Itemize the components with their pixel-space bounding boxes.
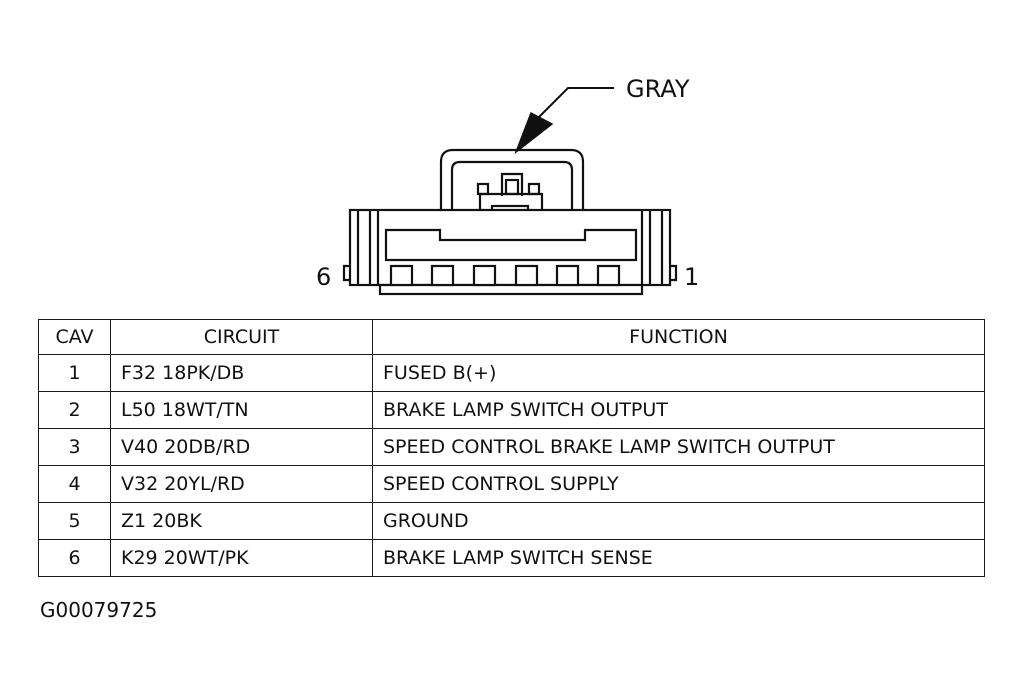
cav-cell: 4 (38, 465, 111, 503)
cavity-3 (514, 264, 539, 287)
table-row: 5 Z1 20BK GROUND (38, 502, 985, 540)
function-cell: FUSED B(+) (372, 354, 985, 392)
header-function: FUNCTION (372, 319, 985, 355)
circuit-cell: K29 20WT/PK (110, 539, 373, 577)
function-cell: SPEED CONTROL BRAKE LAMP SWITCH OUTPUT (372, 428, 985, 466)
cav-cell: 5 (38, 502, 111, 540)
circuit-cell: F32 18PK/DB (110, 354, 373, 392)
table-header-row: CAV CIRCUIT FUNCTION (38, 319, 985, 355)
circuit-cell: V32 20YL/RD (110, 465, 373, 503)
table-row: 2 L50 18WT/TN BRAKE LAMP SWITCH OUTPUT (38, 391, 985, 429)
gray-callout-leader (514, 87, 614, 155)
connector-diagram: GRAY 6 1 (316, 75, 699, 296)
cav-cell: 6 (38, 539, 111, 577)
cav-cell: 2 (38, 391, 111, 429)
cavity-6 (389, 264, 414, 287)
cav-cell: 1 (38, 354, 111, 392)
connector-latch (439, 148, 585, 217)
function-cell: SPEED CONTROL SUPPLY (372, 465, 985, 503)
cav-cell: 3 (38, 428, 111, 466)
connector-color-label: GRAY (626, 75, 690, 103)
table-row: 6 K29 20WT/PK BRAKE LAMP SWITCH SENSE (38, 539, 985, 577)
cavity-2 (555, 264, 580, 287)
table-row: 1 F32 18PK/DB FUSED B(+) (38, 354, 985, 392)
right-cavity-label: 1 (684, 263, 699, 291)
function-cell: GROUND (372, 502, 985, 540)
connector-body (342, 208, 678, 296)
left-cavity-label: 6 (316, 263, 331, 291)
table-row: 4 V32 20YL/RD SPEED CONTROL SUPPLY (38, 465, 985, 503)
pinout-table: CAV CIRCUIT FUNCTION 1 F32 18PK/DB FUSED… (38, 319, 985, 577)
cavity-4 (472, 264, 497, 287)
table-row: 3 V40 20DB/RD SPEED CONTROL BRAKE LAMP S… (38, 428, 985, 466)
header-circuit: CIRCUIT (110, 319, 373, 355)
circuit-cell: L50 18WT/TN (110, 391, 373, 429)
circuit-cell: V40 20DB/RD (110, 428, 373, 466)
circuit-cell: Z1 20BK (110, 502, 373, 540)
cavity-5 (430, 264, 455, 287)
function-cell: BRAKE LAMP SWITCH OUTPUT (372, 391, 985, 429)
figure-id: G00079725 (40, 598, 158, 622)
header-cav: CAV (38, 319, 111, 355)
cavity-1 (596, 264, 621, 287)
function-cell: BRAKE LAMP SWITCH SENSE (372, 539, 985, 577)
